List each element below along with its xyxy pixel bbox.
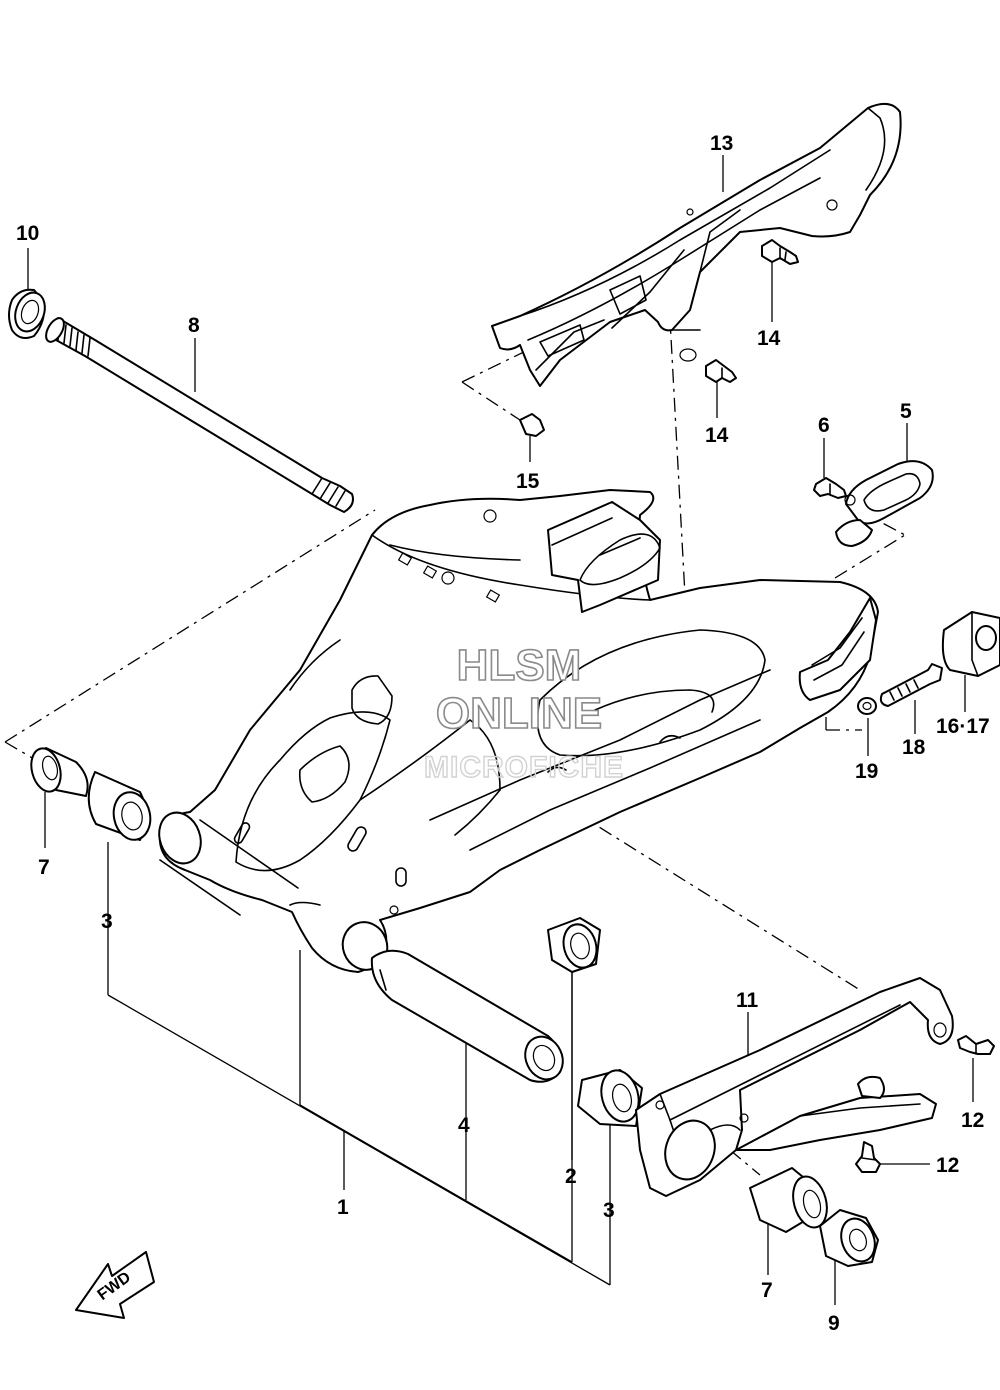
chain-case-mount: [547, 501, 661, 613]
part-13-chain-case: [491, 102, 902, 387]
callout-9: 9: [828, 1312, 840, 1335]
part-7-bushing-left: [30, 747, 89, 797]
leader-lines: [27, 155, 974, 1305]
callout-14-lower: 14: [705, 424, 729, 447]
part-12-bolt-upper: [957, 1035, 995, 1055]
part-1-swingarm: [158, 489, 879, 973]
callout-7-left: 7: [38, 856, 50, 879]
watermark-line-3: MICROFICHE: [424, 751, 624, 784]
callouts: 10 8 13 14 14 15 6 5 16·17 18 19 7 3 11 …: [16, 132, 990, 1335]
part-3-bearing-right: [577, 1069, 643, 1127]
callout-2: 2: [565, 1165, 577, 1188]
part-3-bearing-left: [87, 771, 152, 841]
callout-15: 15: [516, 470, 540, 493]
callout-14-upper: 14: [757, 327, 781, 350]
part-19-washer: [857, 697, 877, 715]
part-8-pivot-shaft: [45, 317, 354, 513]
part-9-nut: [819, 1209, 879, 1267]
callout-18: 18: [902, 736, 926, 759]
part-4-spacer-tube: [370, 949, 564, 1083]
callout-8: 8: [188, 314, 200, 337]
watermark-line-2: ONLINE: [436, 689, 602, 738]
part-6-bolt: [813, 477, 847, 499]
part-10-lock-nut: [8, 288, 46, 339]
watermark: HLSM ONLINE MICROFICHE: [423, 640, 624, 785]
part-12-bolt-lower: [855, 1141, 881, 1173]
watermark-line-1: HLSM: [457, 641, 582, 690]
part-15-clip: [519, 413, 545, 437]
callout-6: 6: [818, 414, 830, 437]
part-5-chain-guide: [835, 460, 934, 547]
part-14-bolt-upper: [761, 239, 799, 265]
part-2-needle-bearing: [547, 917, 601, 973]
callout-12-lower: 12: [936, 1154, 959, 1177]
callout-5: 5: [900, 400, 912, 423]
callout-13: 13: [710, 132, 733, 155]
callout-19: 19: [855, 760, 878, 783]
part-11-chain-buffer: [635, 977, 954, 1197]
part-18-adjuster-bolt: [879, 663, 943, 707]
fwd-arrow-icon: FWD: [75, 1251, 155, 1319]
callout-4: 4: [458, 1114, 470, 1137]
callout-3-right: 3: [603, 1199, 615, 1222]
callout-10: 10: [16, 222, 39, 245]
callout-16-17: 16·17: [936, 715, 990, 738]
callout-11: 11: [736, 989, 759, 1012]
callout-3-left: 3: [101, 910, 113, 933]
part-14-bolt-lower: [705, 359, 737, 383]
part-7-bushing-right: [749, 1167, 828, 1233]
callout-7-right: 7: [761, 1279, 773, 1302]
callout-1: 1: [337, 1196, 349, 1219]
part-16-17-adjuster-block: [941, 611, 1000, 677]
callout-12-upper: 12: [961, 1109, 984, 1132]
